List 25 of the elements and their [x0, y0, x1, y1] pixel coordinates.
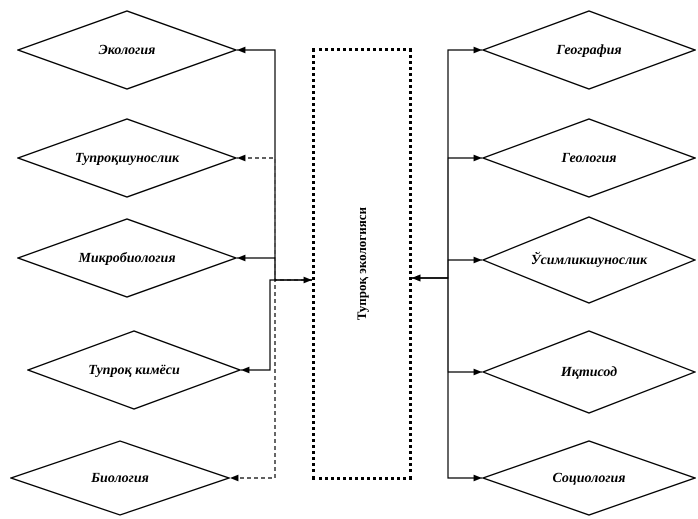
diamond — [10, 440, 230, 516]
node-label: Геология — [561, 150, 617, 168]
node-label: Биология — [91, 470, 149, 488]
node-label: География — [556, 42, 622, 60]
vertical-label: Тупроқ экологияси — [353, 207, 370, 321]
diamond — [17, 218, 237, 298]
diamond — [17, 118, 237, 198]
arrow — [412, 274, 482, 482]
diamond — [17, 10, 237, 90]
diamond — [482, 216, 696, 304]
node-label: Социология — [552, 470, 626, 488]
node-label: Иқтисод — [560, 364, 618, 382]
diamond — [482, 330, 696, 414]
diamond — [27, 330, 241, 410]
node-label: Тупроқ кимёси — [88, 362, 180, 380]
arrow — [241, 276, 312, 374]
node-label: Тупроқшунослик — [74, 150, 180, 168]
dotted-box — [312, 48, 412, 480]
diamond — [482, 118, 696, 198]
arrow — [230, 279, 312, 482]
node-label: Ўсимликшунослик — [530, 250, 648, 270]
diamond — [482, 10, 696, 90]
node-label: Экология — [98, 42, 156, 60]
diamond — [482, 440, 696, 516]
node-label: Микробиология — [78, 250, 176, 268]
